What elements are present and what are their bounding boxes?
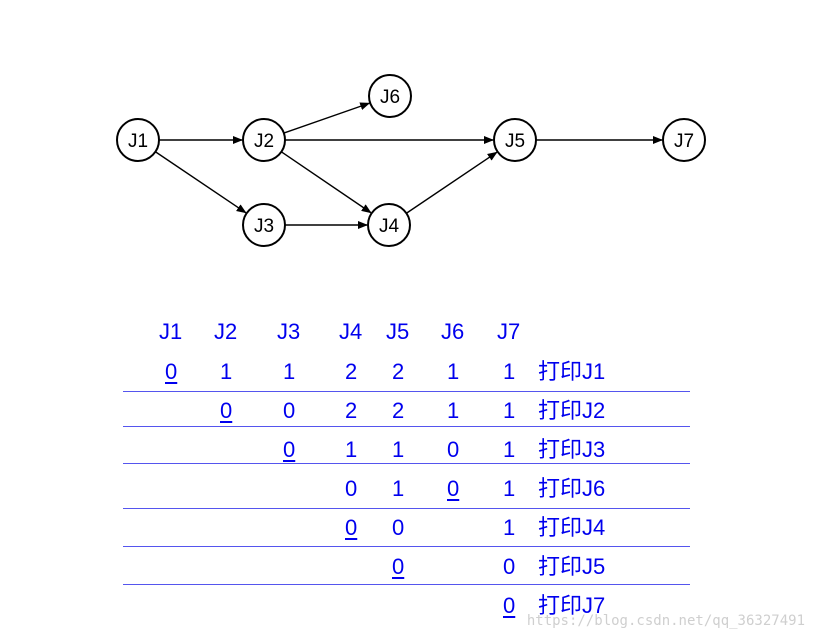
indegree-cell: 0 bbox=[165, 359, 178, 384]
indegree-cell: 0 bbox=[447, 476, 460, 501]
row-action: 打印J1 bbox=[538, 359, 606, 384]
node-label: J4 bbox=[379, 216, 400, 237]
node-label: J7 bbox=[674, 131, 694, 152]
node-j1: J1 bbox=[116, 118, 160, 162]
row-action: 打印J7 bbox=[538, 593, 606, 618]
node-circle bbox=[493, 118, 537, 162]
row-action: 打印J6 bbox=[538, 476, 606, 501]
node-label: J1 bbox=[128, 131, 148, 152]
row-action: 打印J2 bbox=[538, 398, 606, 423]
indegree-cell: 2 bbox=[392, 359, 405, 384]
row-divider bbox=[123, 391, 690, 392]
row-action: 打印J4 bbox=[538, 515, 606, 540]
indegree-cell: 1 bbox=[503, 437, 516, 462]
row-divider bbox=[123, 426, 690, 427]
indegree-cell: 0 bbox=[220, 398, 233, 423]
node-label: J2 bbox=[254, 131, 274, 152]
row-divider bbox=[123, 463, 690, 464]
node-label: J5 bbox=[505, 131, 525, 152]
indegree-cell: 0 bbox=[503, 593, 516, 618]
node-j4: J4 bbox=[367, 203, 411, 247]
node-j2: J2 bbox=[242, 118, 286, 162]
column-header: J5 bbox=[386, 319, 410, 344]
node-circle bbox=[116, 118, 160, 162]
indegree-cell: 1 bbox=[392, 476, 405, 501]
indegree-cell: 1 bbox=[345, 437, 358, 462]
node-circle bbox=[368, 74, 412, 118]
row-action: 打印J5 bbox=[538, 554, 606, 579]
node-circle bbox=[367, 203, 411, 247]
row-divider bbox=[123, 508, 690, 509]
column-header: J3 bbox=[277, 319, 301, 344]
watermark: https://blog.csdn.net/qq_36327491 bbox=[526, 613, 805, 629]
indegree-cell: 2 bbox=[392, 398, 405, 423]
indegree-cell: 0 bbox=[447, 437, 460, 462]
indegree-cell: 2 bbox=[345, 359, 358, 384]
indegree-cell: 1 bbox=[392, 437, 405, 462]
indegree-cell: 1 bbox=[447, 359, 460, 384]
edge-j1-j3 bbox=[155, 151, 247, 214]
indegree-cell: 0 bbox=[392, 515, 405, 540]
indegree-cell: 1 bbox=[503, 476, 516, 501]
node-label: J3 bbox=[254, 216, 274, 237]
indegree-cell: 1 bbox=[503, 359, 516, 384]
node-j7: J7 bbox=[662, 118, 706, 162]
indegree-cell: 0 bbox=[283, 437, 296, 462]
node-circle bbox=[662, 118, 706, 162]
indegree-cell: 0 bbox=[345, 476, 358, 501]
row-divider bbox=[123, 546, 690, 547]
indegree-cell: 1 bbox=[503, 515, 516, 540]
indegree-cell: 1 bbox=[220, 359, 233, 384]
indegree-cell: 0 bbox=[345, 515, 358, 540]
node-label: J6 bbox=[380, 87, 400, 108]
row-action: 打印J3 bbox=[538, 437, 606, 462]
row-divider bbox=[123, 584, 690, 585]
indegree-cell: 2 bbox=[345, 398, 358, 423]
column-header: J2 bbox=[214, 319, 238, 344]
indegree-cell: 1 bbox=[503, 398, 516, 423]
node-j5: J5 bbox=[493, 118, 537, 162]
column-header: J6 bbox=[441, 319, 465, 344]
column-header: J4 bbox=[339, 319, 363, 344]
edge-j4-j5 bbox=[406, 151, 498, 214]
node-j6: J6 bbox=[368, 74, 412, 118]
indegree-cell: 1 bbox=[283, 359, 296, 384]
indegree-cell: 0 bbox=[503, 554, 516, 579]
edge-j2-j6 bbox=[283, 102, 371, 134]
column-header: J7 bbox=[497, 319, 521, 344]
indegree-cell: 0 bbox=[392, 554, 405, 579]
edge-j2-j4 bbox=[280, 151, 372, 214]
node-j3: J3 bbox=[242, 203, 286, 247]
node-circle bbox=[242, 118, 286, 162]
indegree-cell: 0 bbox=[283, 398, 296, 423]
indegree-cell: 1 bbox=[447, 398, 460, 423]
column-header: J1 bbox=[159, 319, 183, 344]
node-circle bbox=[242, 203, 286, 247]
